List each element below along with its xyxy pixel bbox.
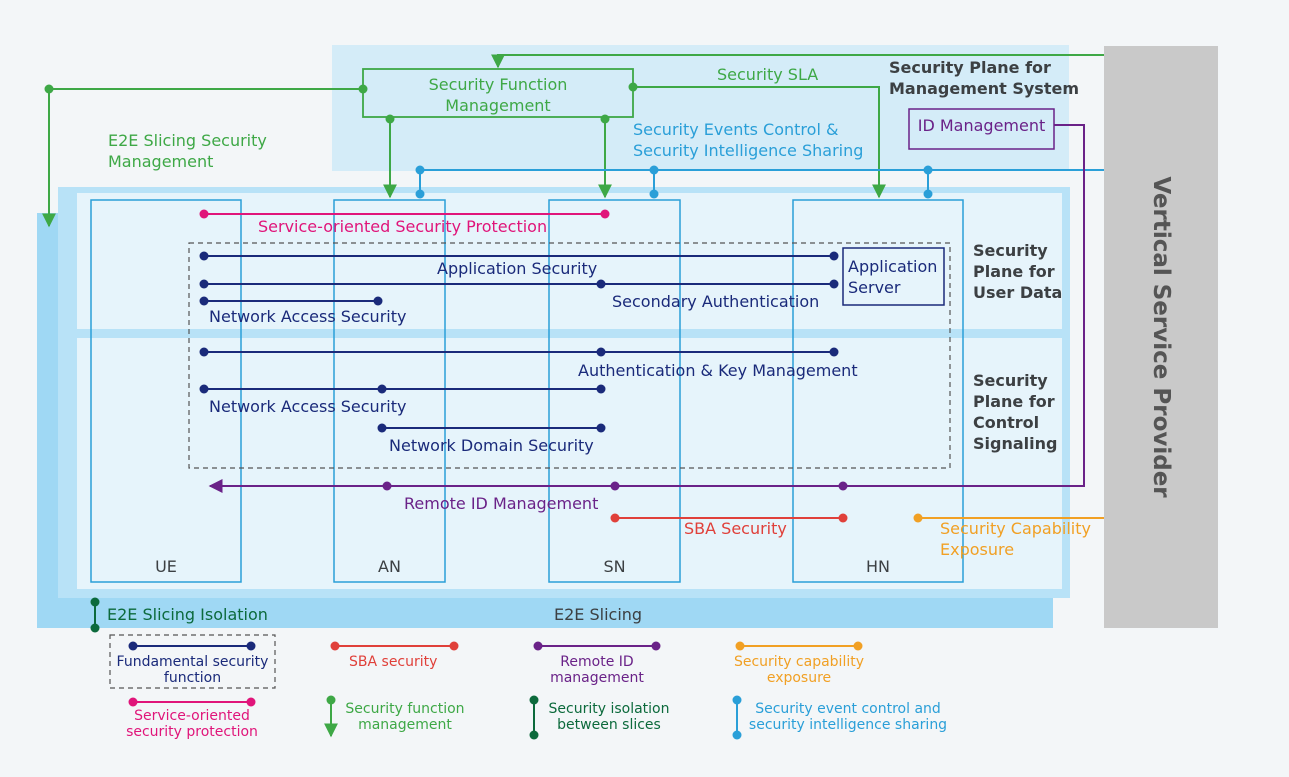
entity-hn-label: HN — [866, 557, 890, 576]
sba-line — [610, 513, 848, 523]
e2e-slicing-label: E2E Slicing — [554, 605, 643, 624]
legend-events-line — [732, 695, 742, 740]
legend-sfm-arrow — [324, 695, 338, 738]
blue-dots — [199, 251, 839, 433]
legend-sba-line — [330, 641, 459, 651]
legend-remote-id-line — [533, 641, 661, 651]
legend-remote-id-label: Remote ID management — [550, 654, 644, 686]
legend-fundamental-box — [109, 634, 276, 689]
hn-column — [792, 199, 964, 583]
ue-column — [90, 199, 242, 583]
e2e-slicing-security-management-label: E2E Slicing Security Management — [108, 131, 267, 171]
authentication-key-management-label: Authentication & Key Management — [578, 361, 858, 380]
legend-capability-line — [735, 641, 863, 651]
legend-isolation-label: Security isolation between slices — [548, 701, 670, 733]
sn-column — [548, 199, 681, 583]
isolation-marker — [90, 597, 100, 633]
user-data-plane-label: Security Plane for User Data — [973, 241, 1063, 302]
network-domain-security-label: Network Domain Security — [389, 436, 594, 455]
application-server-label: Application Server — [848, 257, 938, 297]
legend-events-label: Security event control and security inte… — [748, 701, 948, 733]
legend-fundamental-line — [128, 641, 256, 651]
security-events-label: Security Events Control & Security Intel… — [633, 120, 864, 160]
management-plane-label: Security Plane for Management System — [889, 58, 1079, 98]
legend-service-oriented-line — [128, 697, 256, 707]
network-access-security-control-label: Network Access Security — [209, 397, 407, 416]
legend-capability-label: Security capability exposure — [733, 654, 864, 686]
entity-sn-label: SN — [603, 557, 626, 576]
control-signaling-plane-panel — [77, 338, 1062, 589]
entity-an-label: AN — [378, 557, 401, 576]
e2e-slicing-isolation-label: E2E Slicing Isolation — [107, 605, 268, 624]
legend-service-oriented-label: Service-oriented security protection — [126, 708, 258, 740]
security-function-management-box — [362, 68, 634, 118]
network-access-security-user-label: Network Access Security — [209, 307, 407, 326]
service-oriented-line — [199, 209, 610, 219]
security-function-management-label: Security Function Management — [428, 75, 568, 115]
sba-security-label: SBA Security — [684, 519, 787, 538]
an-column — [333, 199, 446, 583]
legend-sfm-label: Security function management — [345, 701, 465, 733]
legend-sba-label: SBA security — [349, 654, 438, 670]
legend-fundamental-label: Fundamental security function — [116, 654, 269, 686]
remote-id-line — [208, 124, 1085, 493]
id-management-box — [908, 108, 1055, 150]
service-oriented-security-label: Service-oriented Security Protection — [258, 217, 548, 236]
control-signaling-plane-label: Security Plane for Control Signaling — [973, 371, 1058, 453]
remote-id-management-label: Remote ID Management — [404, 494, 599, 513]
application-server-box — [842, 247, 945, 306]
secondary-authentication-label: Secondary Authentication — [612, 292, 820, 311]
vertical-service-provider-bar — [1104, 46, 1218, 628]
fundamental-security-box — [188, 242, 951, 469]
application-security-label: Application Security — [437, 259, 598, 278]
entity-ue-label: UE — [155, 557, 177, 576]
security-capability-exposure-label: Security Capability Exposure — [940, 519, 1091, 559]
id-management-label: ID Management — [917, 116, 1046, 135]
legend-isolation-line — [529, 695, 539, 740]
vertical-service-provider-label: Vertical Service Provider — [1148, 176, 1174, 498]
security-sla-label: Security SLA — [717, 65, 819, 84]
fundamental-lines — [204, 255, 834, 429]
